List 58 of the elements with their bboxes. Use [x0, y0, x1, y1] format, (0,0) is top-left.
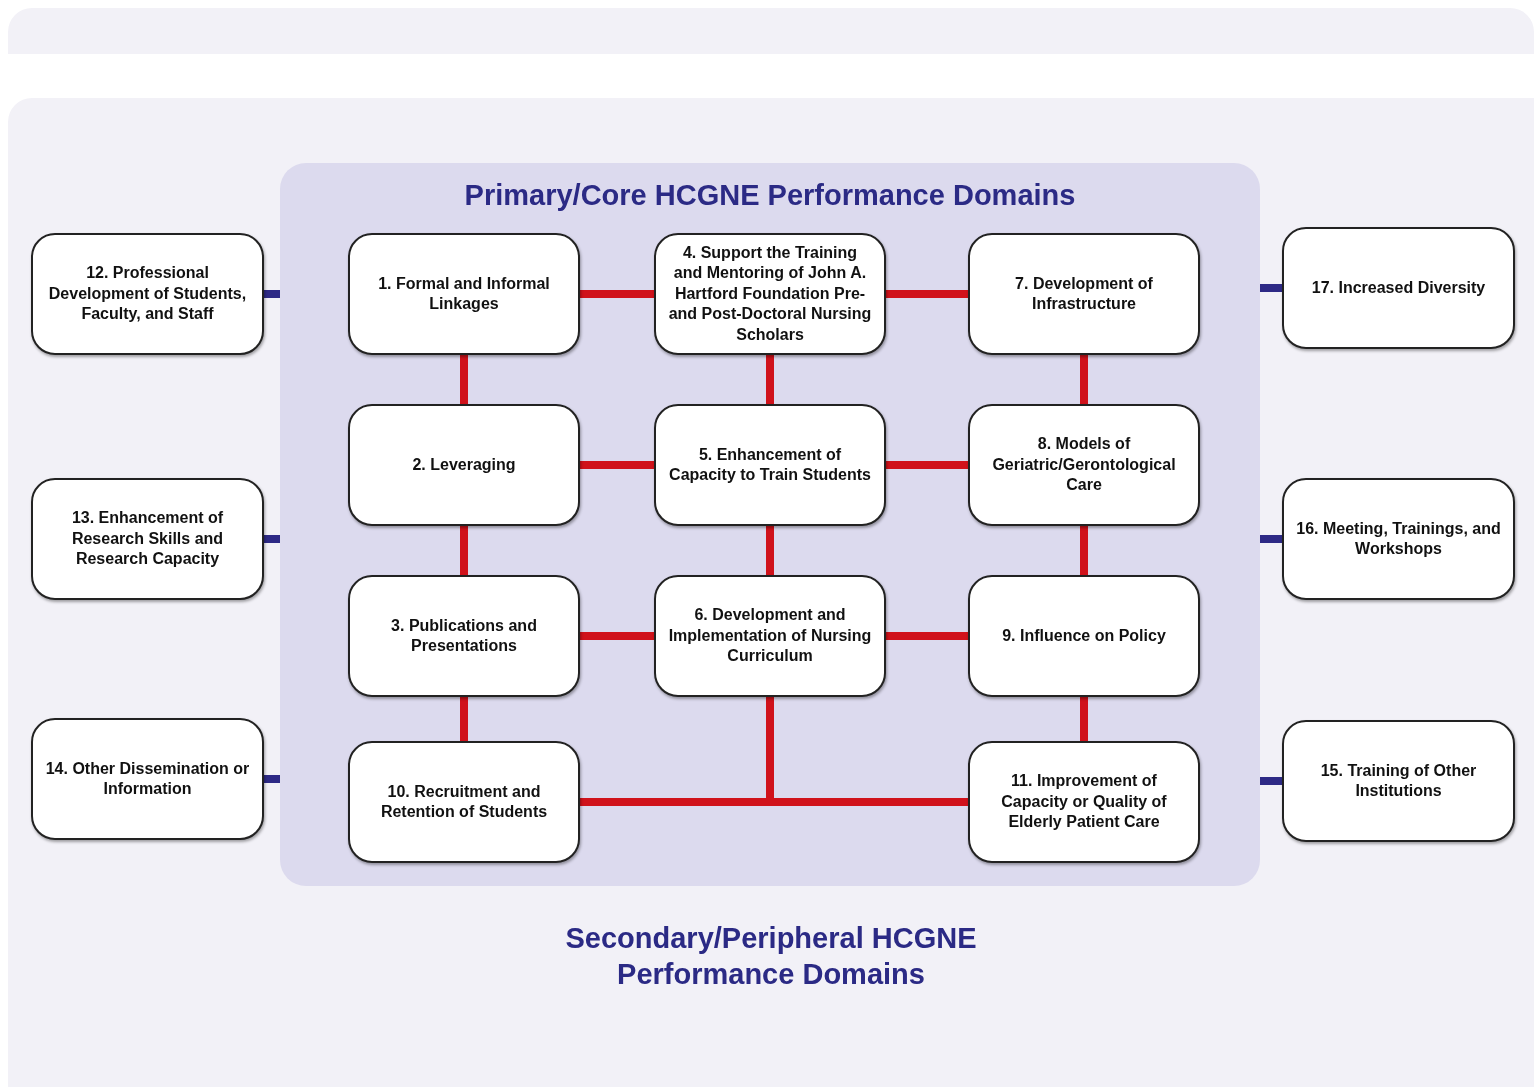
domain-box [31, 718, 264, 840]
connector-line [766, 526, 774, 575]
connector-line [264, 775, 280, 783]
domain-box [968, 404, 1200, 526]
connector-line [460, 355, 468, 404]
domain-label: 5. Enhancement of Capacity to Train Students [668, 444, 872, 485]
domain-box [1282, 720, 1515, 842]
domain-box [348, 741, 580, 863]
connector-line [766, 355, 774, 404]
core-domains-panel [280, 163, 1260, 886]
outer-panel [8, 98, 1534, 1087]
domain-label: 4. Support the Training and Mentoring of John A. Hartford Foundation Pre- and Post-Doctoral Nursing Scholars [668, 242, 872, 345]
domain-label: 11. Improvement of Capacity or Quality of Elderly Patient Care [1000, 771, 1168, 833]
domain-box [348, 233, 580, 355]
connector-line [580, 632, 654, 640]
connector-line [1260, 535, 1282, 543]
domain-label: 13. Enhancement of Research Skills and Research Capacity [70, 508, 225, 570]
domain-box [968, 233, 1200, 355]
domain-box [654, 575, 886, 697]
connector-line [264, 535, 280, 543]
connector-line [580, 290, 654, 298]
domain-box [968, 741, 1200, 863]
domain-label: 17. Increased Diversity [1311, 277, 1486, 298]
domain-box [1282, 227, 1515, 349]
domain-label: 6. Development and Implementation of Nursing Curriculum [668, 605, 872, 667]
connector-line [580, 461, 654, 469]
domain-label: 8. Models of Geriatric/Gerontological Care [991, 434, 1177, 496]
connector-line [460, 697, 468, 741]
connector-line [460, 526, 468, 575]
domain-box [1282, 478, 1515, 600]
domain-box [654, 404, 886, 526]
connector-line [1260, 777, 1282, 785]
connector-line [1260, 284, 1282, 292]
domain-label: 10. Recruitment and Retention of Students [379, 781, 549, 822]
domain-box [968, 575, 1200, 697]
domain-box [348, 575, 580, 697]
domain-label: 7. Development of Infrastructure [1014, 273, 1154, 314]
connector-line [886, 632, 968, 640]
domain-label: 1. Formal and Informal Linkages [377, 273, 551, 314]
connector-line [886, 461, 968, 469]
domain-box [31, 233, 264, 355]
domain-label: 15. Training of Other Institutions [1319, 760, 1478, 801]
domain-label: 16. Meeting, Trainings, and Workshops [1296, 518, 1501, 559]
domain-label: 12. Professional Development of Students, Faculty, and Staff [47, 263, 248, 325]
connector-line [264, 290, 280, 298]
domain-label: 2. Leveraging [412, 454, 516, 475]
panel-title: Secondary/Peripheral HCGNE Performance Domains [564, 921, 978, 992]
domain-label: 3. Publications and Presentations [390, 615, 538, 656]
domain-box [348, 404, 580, 526]
connector-line [886, 290, 968, 298]
domain-box [654, 233, 886, 355]
connector-line [1080, 697, 1088, 741]
domain-label: 14. Other Dissemination or Information [45, 758, 250, 799]
connector-line [1080, 355, 1088, 404]
domain-box [31, 478, 264, 600]
panel-title: Primary/Core HCGNE Performance Domains [463, 178, 1077, 213]
connector-line [1080, 526, 1088, 575]
domain-label: 9. Influence on Policy [1002, 625, 1166, 646]
